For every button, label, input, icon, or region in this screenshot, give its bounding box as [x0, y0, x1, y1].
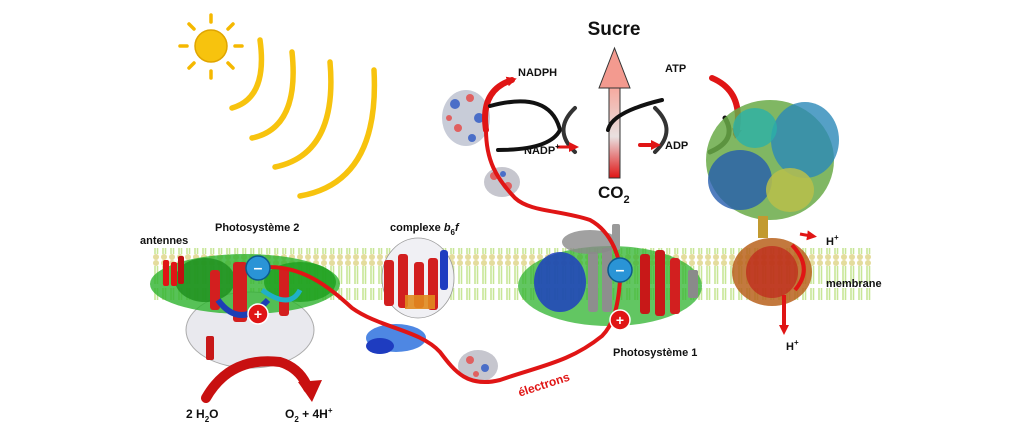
oxygen-sub: 2 [294, 415, 299, 424]
b6f-b: b [444, 222, 451, 234]
adp-label: ADP [665, 140, 688, 152]
sugar-arrow [598, 46, 631, 179]
ps1-hole-badge: + [609, 309, 631, 331]
photosystem-2-label: Photosystème 2 [215, 222, 299, 234]
oxygen-prefix: O [285, 407, 294, 421]
nadp-label: NADP+ [524, 142, 560, 157]
proton-top-label: H+ [826, 233, 839, 248]
nadp-base: NADP [524, 145, 555, 157]
svg-text:+: + [254, 306, 262, 322]
svg-text:+: + [616, 312, 624, 328]
antennes-label: antennes [140, 235, 188, 247]
atp-synthase [706, 100, 839, 335]
water-suffix: O [209, 407, 218, 421]
photosystem-2 [150, 254, 340, 369]
b6f-prefix: complexe [390, 222, 444, 234]
nadph-cycle-arrows [482, 76, 579, 154]
water-prefix: 2 H [186, 407, 205, 421]
water-label: 2 H2O [186, 407, 218, 424]
light-waves [229, 37, 378, 199]
water-splitting-arrow [201, 356, 322, 403]
proton-bottom-label: H+ [786, 338, 799, 353]
membrane-label: membrane [826, 278, 882, 290]
ps1-electron-badge: – [607, 257, 633, 283]
svg-text:–: – [616, 262, 625, 279]
co2-base: CO [598, 183, 624, 202]
atp-label: ATP [665, 63, 686, 75]
proton-bottom-sup: + [794, 338, 799, 347]
b6f-sub: 6 [451, 228, 456, 237]
water-sub: 2 [205, 415, 210, 424]
co2-sub: 2 [624, 194, 630, 206]
photosystem-1 [518, 224, 702, 326]
nadph-label: NADPH [518, 67, 557, 79]
proton-bottom-base: H [786, 341, 794, 353]
oxygen-label: O2 + 4H+ [285, 406, 333, 424]
sucre-label: Sucre [588, 19, 641, 40]
b6f-f: f [455, 222, 460, 234]
ps2-electron-badge: – [245, 255, 271, 281]
photosystem-1-label: Photosystème 1 [613, 347, 697, 359]
plastocyanin-protein [458, 350, 498, 382]
electrons-label: électrons [516, 370, 571, 400]
ferredoxin-protein [442, 90, 490, 146]
oxygen-sup: + [328, 406, 333, 415]
electron-path [256, 128, 623, 384]
sun-icon [178, 13, 244, 80]
co2-label: CO2 [598, 183, 630, 206]
proton-top-sup: + [834, 233, 839, 242]
nadp-sup: + [555, 142, 560, 151]
cytochrome-b6f [366, 237, 455, 354]
proton-top-base: H [826, 236, 834, 248]
ps2-hole-badge: + [247, 303, 269, 325]
svg-text:–: – [254, 260, 263, 277]
b6f-label: complexe b6f [390, 222, 460, 237]
oxygen-suffix: + 4H [299, 407, 328, 421]
